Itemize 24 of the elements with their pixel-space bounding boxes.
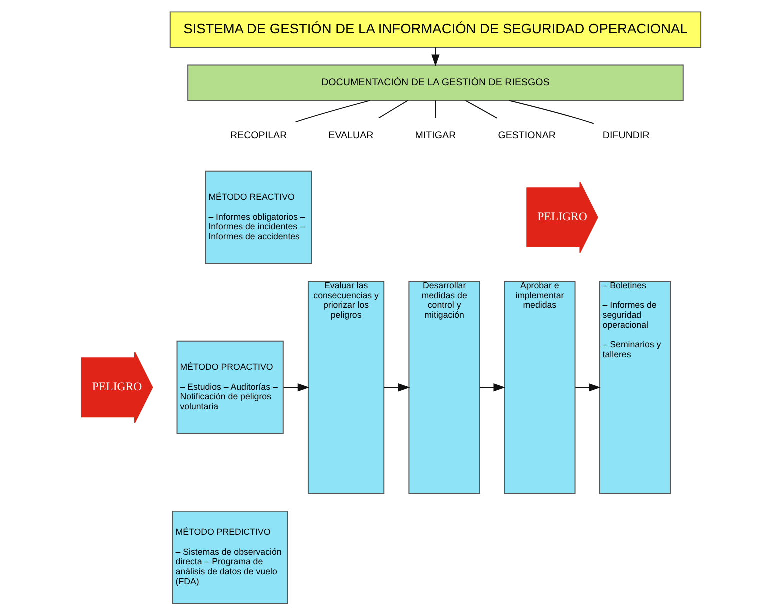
node-text: DIFUNDIR — [602, 130, 650, 142]
node-box: SISTEMA DE GESTIÓN DE LA INFORMACIÓN DE SEGURIDAD OPERACIONAL — [170, 12, 702, 48]
arrow — [283, 383, 310, 392]
node-box: Aprobar e implementar medidas — [504, 280, 576, 494]
node-box: Desarrollar medidas de control y mitigación — [408, 280, 480, 494]
connector — [508, 100, 594, 124]
node-box: MÉTODO PROACTIVO – Estudios – Auditorías – Notificación de peligros voluntaria — [176, 340, 284, 434]
arrow — [384, 383, 410, 392]
node-box: Evaluar las consecuencias y priorizar los peligros — [308, 280, 385, 494]
node-text: RECOPILAR — [230, 130, 288, 142]
node-text: MITIGAR — [415, 130, 456, 142]
connector — [465, 100, 498, 119]
connector — [378, 100, 409, 119]
node-box: DOCUMENTACIÓN DE LA GESTIÓN DE RIESGOS — [188, 64, 684, 102]
node-box: – Boletines – Informes de seguridad operacional – Seminarios y talleres — [599, 280, 672, 494]
arrow — [575, 383, 601, 392]
node-box: MÉTODO REACTIVO – Informes obligatorios – Informes de incidentes – Informes de accidentes — [205, 170, 312, 264]
connector — [295, 100, 371, 123]
connector — [435, 100, 436, 119]
node-text: GESTIONAR — [498, 130, 556, 142]
node-box: MÉTODO PREDICTIVO – Sistemas de observación directa – Programa de análisis de datos de vuelo (FDA) — [172, 510, 288, 604]
arrow — [480, 383, 506, 392]
node-text: EVALUAR — [328, 130, 374, 142]
arrow — [432, 47, 440, 67]
